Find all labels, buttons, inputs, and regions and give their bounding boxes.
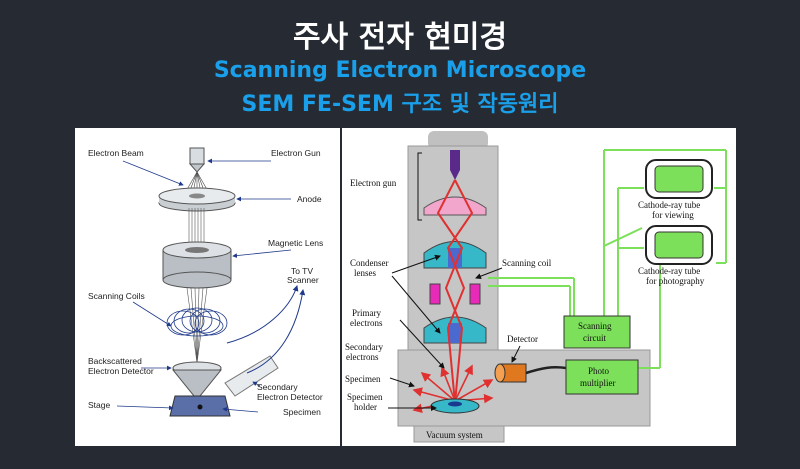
label-specimen: Specimen xyxy=(345,374,381,384)
scanning-coils-shape xyxy=(166,307,228,337)
label-crt-photo-1: Cathode-ray tube xyxy=(638,266,700,276)
column-cap xyxy=(428,131,488,149)
label-magnetic-lens: Magnetic Lens xyxy=(268,238,323,248)
label-crt-view-2: for viewing xyxy=(652,210,694,220)
label-primary-2: electrons xyxy=(350,318,383,328)
label-specimen: Specimen xyxy=(283,407,321,417)
sem-schematic-right: Electron gun Condenser lenses Primary el… xyxy=(342,128,736,446)
label-photo-1: Photo xyxy=(588,366,610,376)
label-anode: Anode xyxy=(297,194,322,204)
scanning-coil-left xyxy=(429,283,441,305)
label-scanning-circuit-2: circuit xyxy=(583,333,606,343)
page-subtitle: SEM FE-SEM 구조 및 작동원리 xyxy=(241,92,559,117)
scanning-coil-right xyxy=(469,283,481,305)
scanning-circuit-box xyxy=(563,315,631,349)
sem-block-diagram: Electron gun Condenser lenses Primary el… xyxy=(345,131,727,443)
label-electron-gun: Electron gun xyxy=(350,178,397,188)
label-backscattered-2: Electron Detector xyxy=(88,366,154,376)
electron-gun-shape xyxy=(189,147,205,165)
photo-multiplier-box xyxy=(565,359,639,395)
sem-column-illustration: Electron Beam Electron Gun Anode Magneti… xyxy=(88,147,323,417)
label-secondary-1: Secondary xyxy=(257,382,298,392)
page-title-english: Scanning Electron Microscope xyxy=(213,58,587,83)
label-photo-2: multiplier xyxy=(580,378,616,388)
electron-gun-shape xyxy=(450,150,460,180)
circuit-wiring xyxy=(488,149,727,369)
label-backscattered-1: Backscattered xyxy=(88,356,142,366)
label-to-tv-2: Scanner xyxy=(287,275,319,285)
label-detector: Detector xyxy=(507,334,538,344)
label-holder-2: holder xyxy=(354,402,377,412)
label-primary-1: Primary xyxy=(352,308,381,318)
label-scanning-circuit-1: Scanning xyxy=(578,321,612,331)
label-secondary-2: Electron Detector xyxy=(257,392,323,402)
vacuum-system-box xyxy=(413,425,505,443)
label-vacuum-system: Vacuum system xyxy=(426,430,483,440)
label-condenser-1: Condenser xyxy=(350,258,389,268)
label-scanning-coil: Scanning coil xyxy=(502,258,552,268)
page-title: 주사 전자 현미경 xyxy=(292,20,508,55)
label-stage: Stage xyxy=(88,400,110,410)
label-scanning-coils: Scanning Coils xyxy=(88,291,145,301)
sem-schematic-left: Electron Beam Electron Gun Anode Magneti… xyxy=(75,128,340,446)
label-electron-beam: Electron Beam xyxy=(88,148,144,158)
label-crt-view-1: Cathode-ray tube xyxy=(638,200,700,210)
label-electron-gun: Electron Gun xyxy=(271,148,321,158)
label-to-tv-1: To TV xyxy=(291,266,313,276)
label-secondary-2: electrons xyxy=(346,352,379,362)
label-crt-photo-2: for photography xyxy=(646,276,705,286)
label-holder-1: Specimen xyxy=(347,392,383,402)
secondary-detector-shape xyxy=(224,355,279,397)
label-condenser-2: lenses xyxy=(354,268,376,278)
label-secondary-1: Secondary xyxy=(345,342,383,352)
